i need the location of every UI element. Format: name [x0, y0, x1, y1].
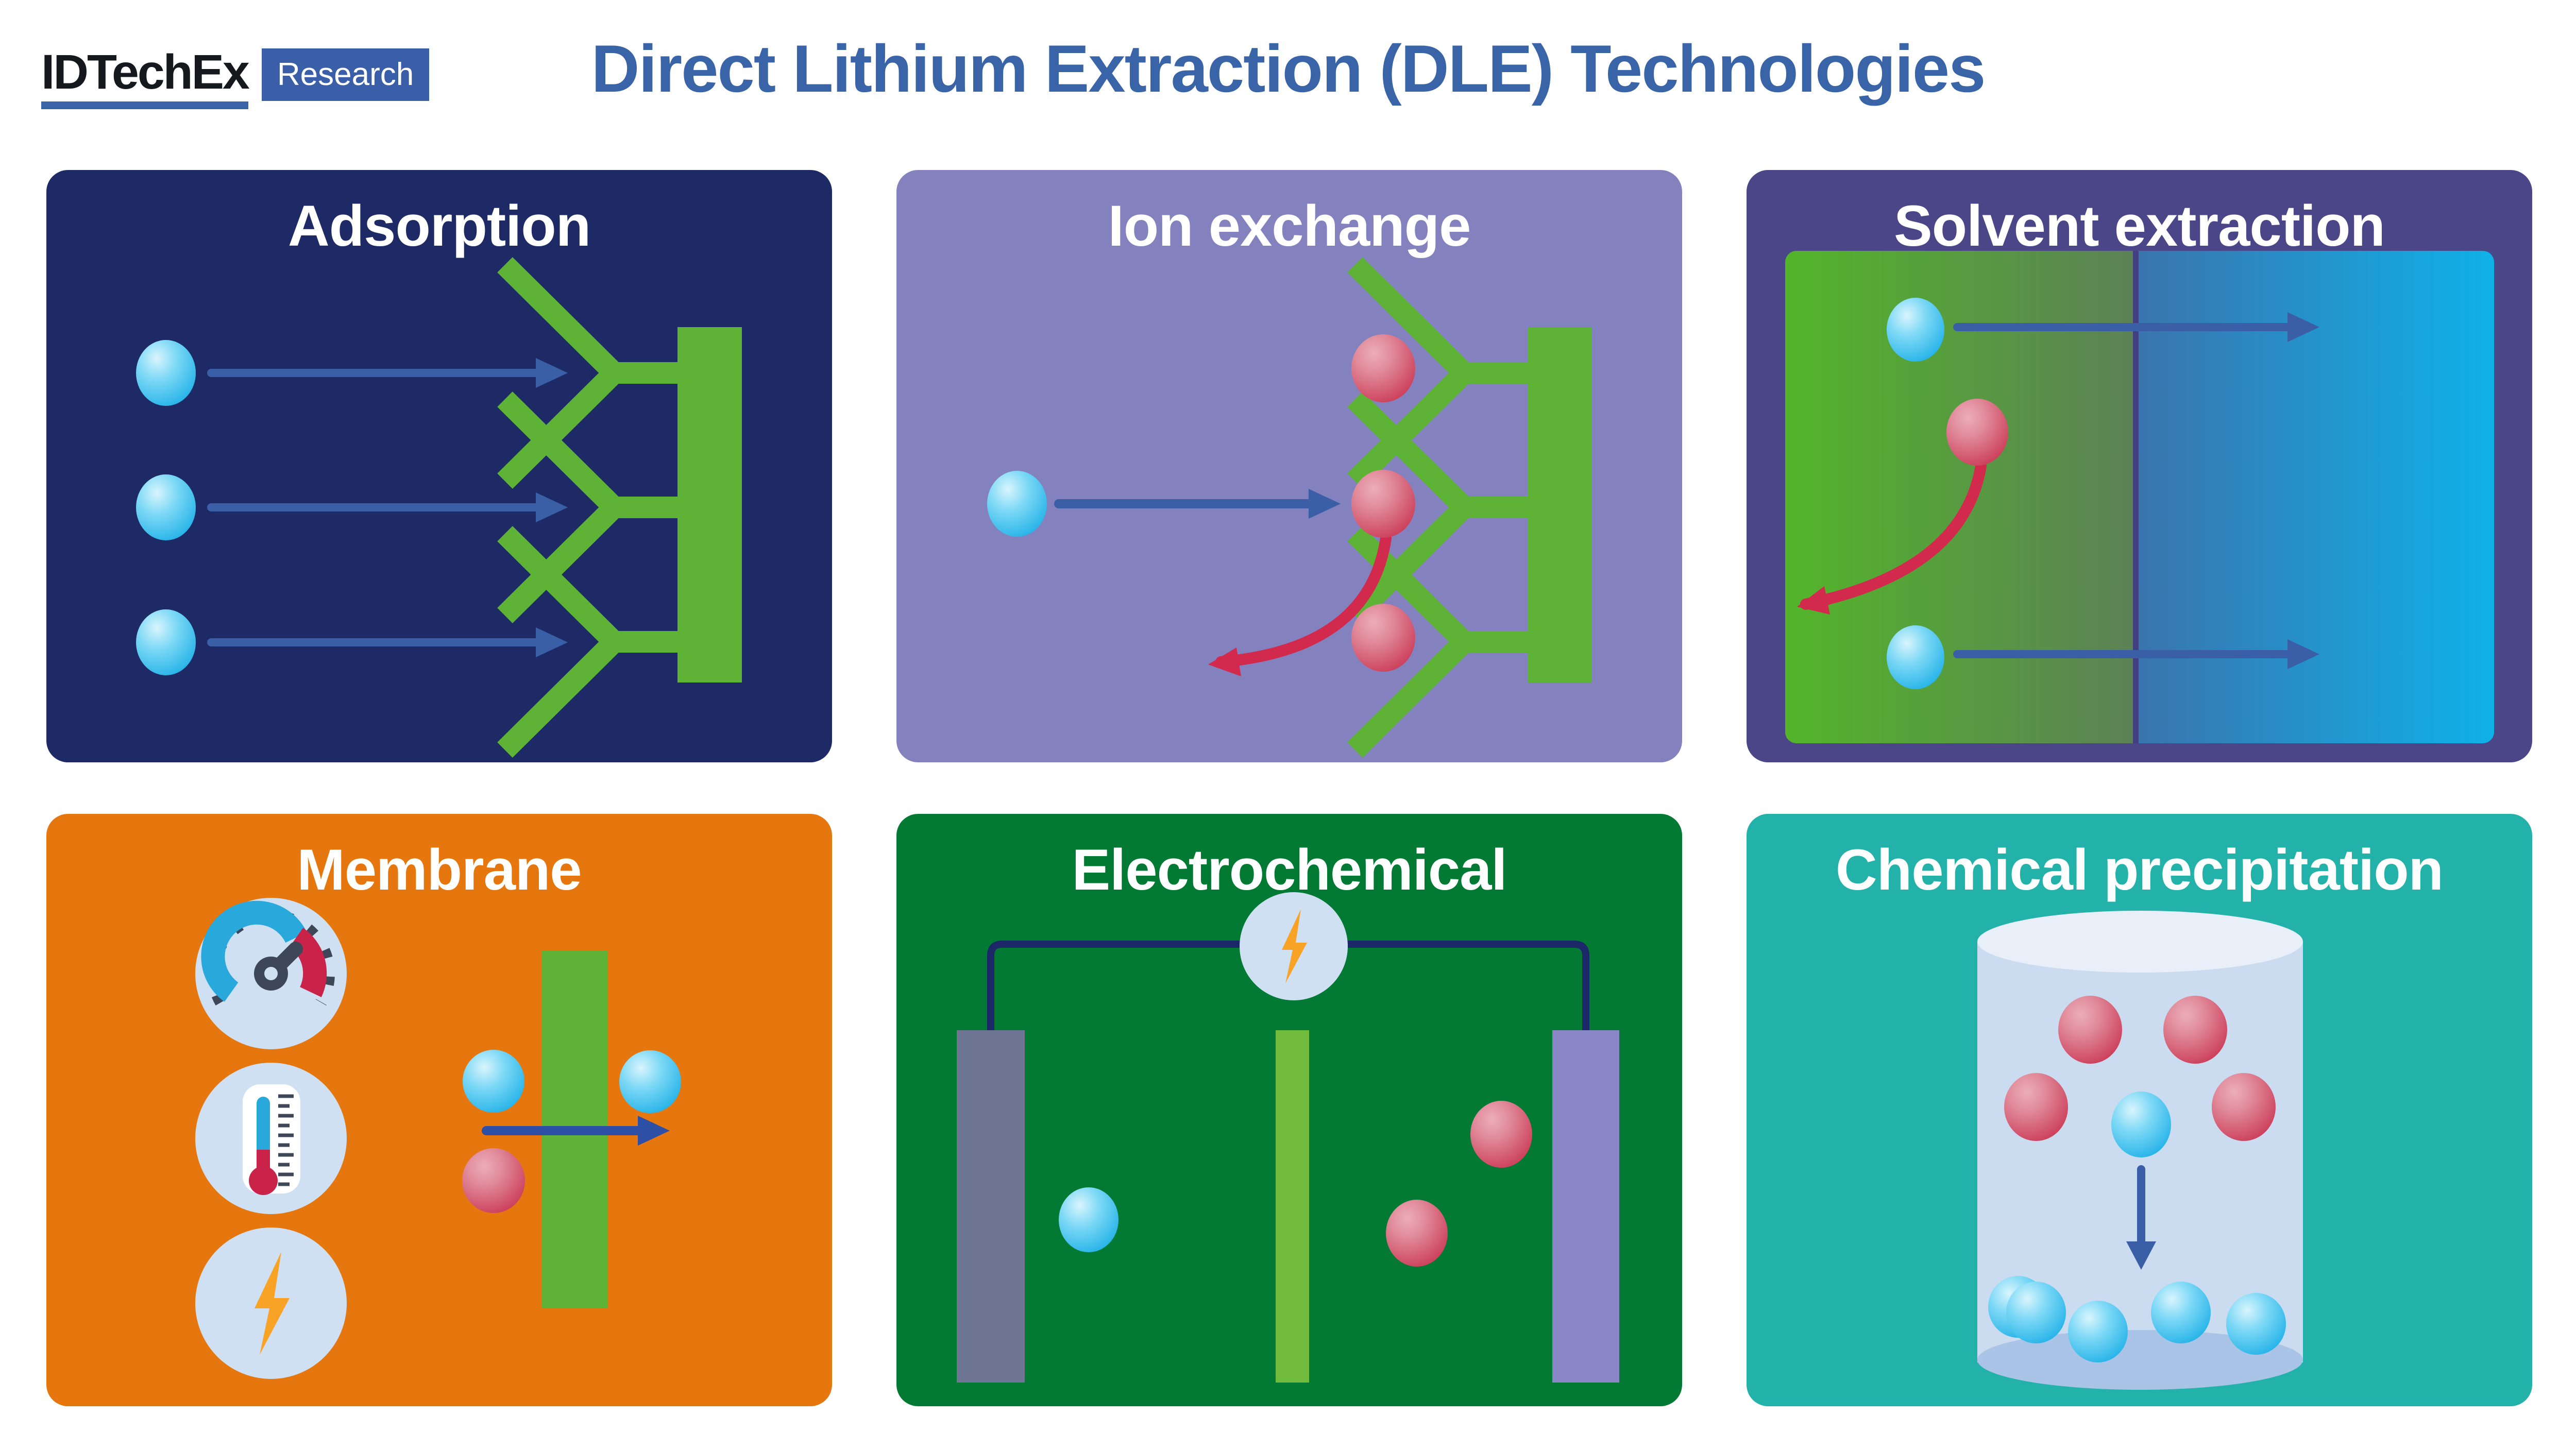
flow-arrow — [482, 1116, 670, 1146]
lithium-ion — [987, 471, 1047, 537]
impurity-ion — [462, 1148, 525, 1213]
impurity-ion — [2058, 996, 2122, 1064]
pressure-gauge-icon — [195, 898, 347, 1049]
brine-phase — [1785, 251, 2136, 743]
adsorbent-structure — [497, 257, 742, 758]
flow-arrow — [1054, 489, 1341, 519]
electrochemical-graphic — [957, 892, 1619, 1383]
panel-title: Chemical precipitation — [1835, 838, 2444, 902]
page-title: Direct Lithium Extraction (DLE) Technolo… — [591, 31, 1986, 106]
lightning-icon — [195, 1228, 347, 1379]
flow-arrow — [207, 492, 568, 522]
panel-solvent-extraction: Solvent extraction — [1747, 170, 2532, 762]
panel-ion-exchange: Ion exchange — [896, 170, 1682, 762]
panel-membrane: Membrane — [46, 814, 832, 1406]
electrode-left — [957, 1030, 1025, 1383]
panel-electrochemical: Electrochemical — [896, 814, 1682, 1406]
impurity-ion — [1351, 334, 1415, 402]
panel-adsorption: Adsorption — [46, 170, 832, 762]
lithium-ion — [1887, 298, 1944, 362]
panel-title: Adsorption — [287, 194, 591, 258]
release-arrow — [1208, 533, 1392, 676]
logo-research-badge: Research — [261, 48, 430, 101]
solvent-extraction-graphic — [1785, 251, 2494, 743]
impurity-ion — [1351, 604, 1415, 672]
impurity-ion — [1351, 470, 1415, 538]
panel-title: Solvent extraction — [1894, 194, 2385, 258]
precipitated-ions — [1988, 1276, 2286, 1362]
separator-bar — [1276, 1030, 1309, 1383]
phase-boundary — [2133, 251, 2139, 743]
lithium-ion — [136, 340, 196, 406]
panel-title: Ion exchange — [1108, 194, 1471, 258]
impurity-ion — [1946, 399, 2008, 466]
solvent-phase — [2136, 251, 2494, 743]
lithium-ion — [136, 609, 196, 675]
membrane-graphic — [195, 898, 681, 1379]
impurity-ion — [2004, 1073, 2068, 1141]
flow-arrow — [207, 627, 568, 657]
thermometer-icon — [195, 1063, 347, 1214]
panel-title: Membrane — [297, 838, 582, 902]
lithium-ion — [2111, 1092, 2171, 1157]
power-source-icon — [1240, 892, 1348, 1000]
idtechex-logo: IDTechEx Research — [41, 47, 430, 109]
lithium-ion — [619, 1050, 681, 1113]
flow-arrow — [1953, 639, 2319, 669]
impurity-ion — [1386, 1200, 1448, 1267]
lithium-ion — [463, 1050, 524, 1113]
flow-arrow — [1953, 312, 2319, 342]
lithium-ion — [136, 474, 196, 540]
lithium-ion — [1887, 625, 1944, 689]
adsorption-graphic — [136, 257, 742, 758]
flow-arrow — [207, 358, 568, 388]
chemical-precipitation-graphic — [1977, 911, 2303, 1390]
ion-exchange-graphic — [987, 257, 1592, 758]
release-arrow — [1797, 461, 1987, 615]
precipitate-arrow — [2126, 1165, 2156, 1270]
adsorbent-structure — [1347, 257, 1592, 758]
impurity-ion — [2212, 1073, 2276, 1141]
panel-chemical-precipitation: Chemical precipitation — [1747, 814, 2532, 1406]
electrode-right — [1552, 1030, 1619, 1383]
logo-brand-text: IDTechEx — [41, 47, 250, 109]
panel-title: Electrochemical — [1072, 838, 1507, 902]
impurity-ion — [1470, 1101, 1532, 1168]
impurity-ion — [2163, 996, 2227, 1064]
lithium-ion — [1059, 1187, 1118, 1252]
